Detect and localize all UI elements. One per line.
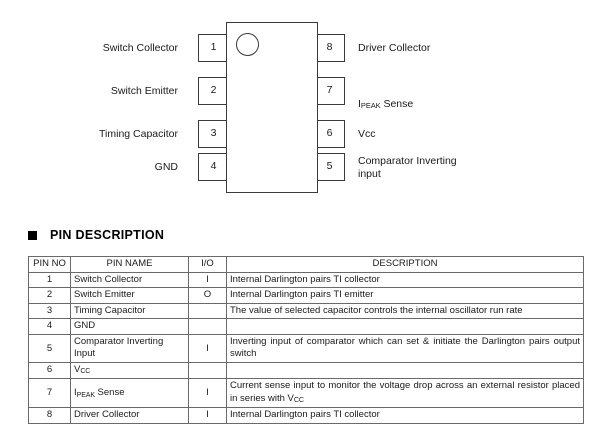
cell-description-sub: CC — [293, 397, 304, 404]
cell-pin-name-line2: Input — [74, 348, 96, 359]
cell-pin-name: Timing Capacitor — [70, 302, 189, 319]
table-row: 6 VCC — [28, 361, 584, 379]
cell-pin-no: 7 — [28, 378, 71, 408]
cell-io — [188, 318, 227, 335]
pin-label-7: IPEAK Sense — [358, 85, 578, 111]
table-row: 1 Switch Collector I Internal Darlington… — [28, 271, 584, 288]
cell-pin-no: 1 — [28, 271, 71, 288]
table-row: 8 Driver Collector I Internal Darlington… — [28, 407, 584, 424]
cell-pin-name: Comparator Inverting Input — [70, 333, 189, 363]
table-header-row: PIN NO PIN NAME I/O DESCRIPTION — [28, 256, 584, 273]
cell-pin-name-sub: PEAK — [76, 391, 95, 399]
pin-box-4: 4 — [198, 153, 229, 181]
cell-description: Internal Darlington pairs TI collector — [226, 271, 584, 288]
cell-pin-no: 4 — [28, 318, 71, 335]
table-row: 3 Timing Capacitor The value of selected… — [28, 302, 584, 319]
cell-io: I — [188, 407, 227, 424]
pin-box-1: 1 — [198, 34, 229, 62]
cell-io — [188, 302, 227, 319]
pin-label-7-small: PEAK — [360, 101, 381, 110]
cell-pin-name-rest: Sense — [94, 387, 125, 398]
cell-pin-name: Switch Collector — [70, 271, 189, 288]
cell-io: I — [188, 378, 227, 408]
cell-pin-no: 3 — [28, 302, 71, 319]
cell-description — [226, 361, 584, 379]
cell-io: O — [188, 287, 227, 304]
cell-pin-name: Switch Emitter — [70, 287, 189, 304]
cell-description — [226, 318, 584, 335]
section-heading: PIN DESCRIPTION — [28, 228, 600, 242]
cell-pin-no: 2 — [28, 287, 71, 304]
column-header-io: I/O — [188, 256, 227, 273]
page-title: PIN DESCRIPTION — [50, 228, 165, 242]
cell-description: Inverting input of comparator which can … — [226, 333, 584, 363]
pin-label-2: Switch Emitter — [110, 85, 178, 97]
column-header-pin-name: PIN NAME — [70, 256, 189, 273]
cell-pin-name-main: V — [74, 363, 81, 375]
cell-description-pre: Current sense input to monitor the volta… — [230, 380, 580, 404]
pin1-orientation-dot-icon — [236, 33, 259, 56]
cell-description: The value of selected capacitor controls… — [226, 302, 584, 319]
pin-box-5: 5 — [314, 153, 345, 181]
column-header-pin-no: PIN NO — [28, 256, 71, 273]
cell-pin-name: VCC — [70, 361, 189, 379]
cell-pin-no: 5 — [28, 333, 71, 363]
pin-label-7-main: I — [358, 98, 361, 110]
cell-io: I — [188, 333, 227, 363]
pin-box-8: 8 — [314, 34, 345, 62]
square-bullet-icon — [28, 230, 37, 240]
pin-label-1: Switch Collector — [102, 42, 178, 54]
pin-box-7: 7 — [314, 77, 345, 105]
table-row: 4 GND — [28, 318, 584, 335]
cell-pin-name-main: I — [74, 387, 77, 398]
table-row: 2 Switch Emitter O Internal Darlington p… — [28, 287, 584, 304]
cell-io: I — [188, 271, 227, 288]
pin-label-8: Driver Collector — [358, 42, 431, 54]
pin-label-4: GND — [154, 161, 178, 173]
cell-pin-name: GND — [70, 318, 189, 335]
cell-pin-name-sub: CC — [80, 368, 91, 375]
pin-label-6: Vcc — [358, 128, 376, 140]
cell-pin-name: Driver Collector — [70, 407, 189, 424]
cell-pin-name: IPEAK Sense — [70, 378, 189, 408]
cell-io — [188, 361, 227, 379]
ic-pinout-diagram: 1 2 3 4 8 7 6 5 Switch Collector Switch … — [0, 0, 600, 220]
pin-label-7-rest: Sense — [380, 98, 414, 110]
cell-description: Current sense input to monitor the volta… — [226, 378, 584, 408]
pin-description-table: PIN NO PIN NAME I/O DESCRIPTION 1 Switch… — [28, 256, 584, 424]
cell-description: Internal Darlington pairs TI collector — [226, 407, 584, 424]
pin-label-5: Comparator Inverting input — [358, 155, 457, 180]
cell-pin-no: 8 — [28, 407, 71, 424]
cell-pin-no: 6 — [28, 361, 71, 379]
table-row: 7 IPEAK Sense I Current sense input to m… — [28, 378, 584, 408]
table-row: 5 Comparator Inverting Input I Inverting… — [28, 333, 584, 363]
cell-description: Internal Darlington pairs TI emitter — [226, 287, 584, 304]
cell-pin-name-line1: Comparator Inverting — [74, 335, 164, 347]
pin-box-3: 3 — [198, 120, 229, 148]
column-header-description: DESCRIPTION — [226, 256, 584, 273]
pin-box-2: 2 — [198, 77, 229, 105]
pin-description-section: PIN DESCRIPTION PIN NO PIN NAME I/O DESC… — [0, 228, 600, 424]
pin-box-6: 6 — [314, 120, 345, 148]
pin-label-3: Timing Capacitor — [99, 128, 178, 140]
